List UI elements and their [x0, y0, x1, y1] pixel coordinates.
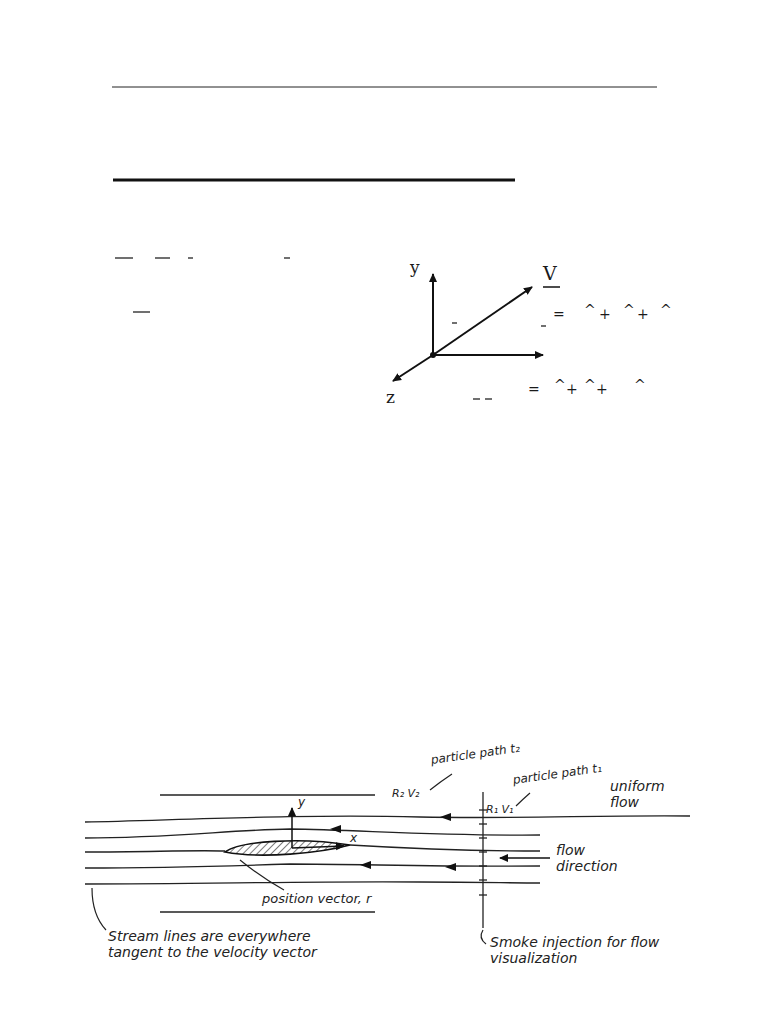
handwritten-note: Stream lines are everywhere tangent to t… [108, 928, 363, 960]
axis-label: z [386, 388, 395, 408]
math-fragment: ^ [623, 302, 635, 318]
math-fragment: ^ [634, 377, 646, 393]
math-fragment: ^ [584, 302, 596, 318]
math-fragment: + [566, 381, 578, 397]
axis-label: y [298, 796, 305, 810]
math-fragment: + [599, 306, 611, 322]
math-fragment: = [553, 306, 565, 322]
math-fragment: = [528, 381, 540, 397]
axis-label: x [350, 832, 357, 846]
math-fragment: ^ [554, 377, 566, 393]
handwritten-note: position vector, r [262, 892, 371, 907]
math-fragment: ^ [584, 377, 596, 393]
axis-label: y [410, 258, 420, 278]
handwritten-note: uniform flow [610, 778, 690, 810]
handwritten-note: R₁ V₁ [486, 804, 513, 817]
math-fragment: + [596, 381, 608, 397]
math-fragment: + [637, 306, 649, 322]
handwritten-note: particle path t₂ [430, 742, 521, 768]
math-fragment: ^ [660, 302, 672, 318]
vector-label: V [543, 263, 557, 285]
handwritten-note: Smoke injection for flow visualization [490, 934, 710, 966]
handwritten-note: R₂ V₂ [392, 788, 419, 801]
handwritten-note: flow direction [556, 842, 636, 874]
handwritten-note: particle path t₁ [512, 762, 603, 788]
